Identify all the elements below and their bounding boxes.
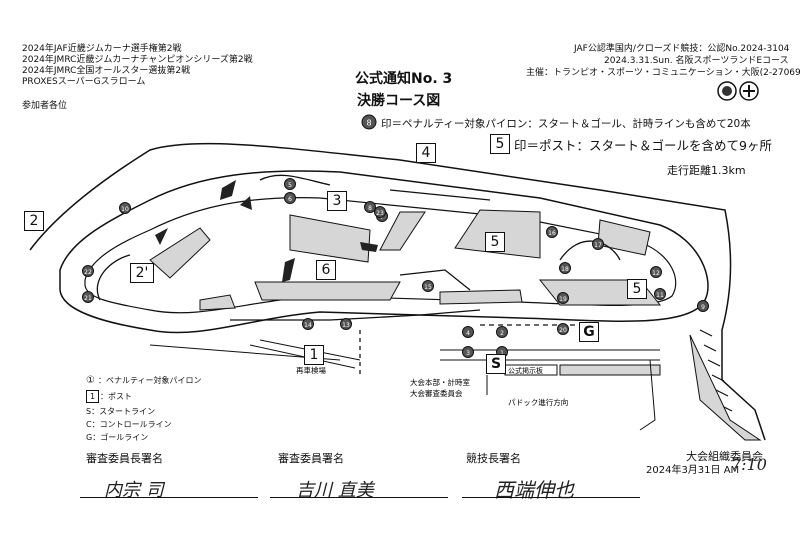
pylon-10: 10 (119, 202, 131, 214)
rewait-label: 再車検場 (296, 365, 326, 375)
pylon-3: 3 (462, 346, 474, 358)
course-post-5: 5 (627, 279, 647, 299)
pylon-13: 13 (340, 318, 352, 330)
pylon-2: 2 (496, 326, 508, 338)
course-post-7: 6 (316, 260, 336, 280)
legend-post-label: ：ポスト (100, 392, 132, 401)
distance: 走行距離1.3km (667, 164, 746, 177)
committee: 大会組織委員会 (686, 450, 763, 463)
pylon-21: 21 (82, 291, 94, 303)
header-left-line-1: 2024年JAF近畿ジムカーナ選手権第2戦 (22, 44, 182, 54)
member-sign-label: 審査委員署名 (278, 452, 344, 465)
pylon-note-marker: 8 (366, 119, 371, 128)
pylon-22-label: 22 (84, 269, 92, 276)
legend-g-line: G：ゴールライン (86, 433, 149, 442)
course-post-2prime: 2' (130, 263, 154, 283)
pylon-23-label: 23 (376, 210, 384, 217)
director-signature: 西端伸也 (494, 478, 574, 502)
pylon-21-label: 21 (84, 295, 92, 302)
course-post-3: 3 (327, 191, 347, 211)
pylon-23: 23 (374, 206, 386, 218)
pylon-13-label: 13 (342, 322, 350, 329)
pylon-12-label: 12 (652, 270, 660, 277)
course-post-2: 2 (24, 211, 44, 231)
notice-title: 公式通知No. 3 (355, 71, 453, 87)
pylon-2-label: 2 (500, 330, 504, 337)
pylon-19: 19 (557, 292, 569, 304)
pylon-14-label: 14 (304, 322, 312, 329)
pylon-note: 印＝ペナルティー対象パイロン：スタート＆ゴール、計時ラインも含めて20本 (381, 118, 751, 130)
pylon-15: 15 (422, 280, 434, 292)
chief-sign-label: 審査委員長署名 (86, 452, 163, 465)
attendees: 参加者各位 (22, 101, 68, 111)
chief-sign-line (80, 497, 258, 498)
goal-line-box: G (579, 322, 599, 342)
pylon-12: 12 (650, 266, 662, 278)
pylon-8-label: 8 (368, 205, 372, 212)
hq2-label: 大会審査委員会 (410, 388, 463, 398)
header-left-line-4: PROXESスーパーGスラローム (22, 77, 146, 87)
pylon-20: 20 (557, 323, 569, 335)
pylon-18-label: 18 (561, 266, 569, 273)
header-left-line-2: 2024年JMRC近畿ジムカーナチャンピオンシリーズ第2戦 (22, 55, 253, 65)
header-right-line-3: 主催：トランピオ・スポーツ・コミュニケーション・大阪(2-27069) (526, 68, 800, 78)
board-label: 公式掲示板 (508, 366, 543, 375)
date: 2024年3月31日 AM (646, 465, 740, 476)
pylon-20-label: 20 (559, 327, 567, 334)
legend-pylon-label: ：ペナルティー対象パイロン (98, 376, 202, 385)
member-sign-line (270, 497, 448, 498)
pylon-17-label: 17 (594, 242, 602, 249)
pylon-15-label: 15 (424, 284, 432, 291)
legend-post-marker: 1 (86, 390, 99, 403)
header-right-line-1: JAF公認準国内/クローズド競技：公認No.2024-3104 (574, 44, 790, 54)
pylon-14: 14 (302, 318, 314, 330)
pylon-4-label: 4 (466, 330, 470, 337)
start-line-box: S (486, 354, 506, 374)
pylon-18: 18 (559, 262, 571, 274)
course-post-4: 4 (416, 143, 436, 163)
legend-c-line: C：コントロールライン (86, 420, 172, 429)
pylon-3-label: 3 (466, 350, 470, 357)
course-post-1: 1 (304, 345, 324, 365)
course-post-6: 5 (485, 232, 505, 252)
director-sign-line (462, 497, 640, 498)
pylon-9: 9 (697, 300, 709, 312)
header-right-line-2: 2024.3.31.Sun. 名阪スポーツランドEコース (604, 56, 789, 66)
pylon-9-label: 9 (701, 304, 705, 311)
pylon-group: 1 2 3 4 5 6 7 8 9 10 11 12 13 14 15 16 1… (82, 178, 709, 358)
pylon-note-icon: 8 (361, 114, 377, 130)
header-left-line-3: 2024年JMRC全国オールスター選抜第2戦 (22, 66, 191, 76)
pylon-8: 8 (364, 201, 376, 213)
pylon-11-label: 11 (656, 292, 664, 299)
organizer-logos (717, 80, 761, 102)
pylon-10-label: 10 (121, 206, 129, 213)
pylon-4: 4 (462, 326, 474, 338)
time-handwritten: 7:10 (731, 455, 767, 474)
member-signature: 吉川 直美 (296, 480, 374, 501)
director-sign-label: 競技長署名 (466, 452, 521, 465)
pylon-6: 6 (284, 192, 296, 204)
legend-s-line: S：スタートライン (86, 407, 156, 416)
pylon-16: 16 (546, 226, 558, 238)
pylon-16-label: 16 (548, 230, 556, 237)
pylon-5-label: 5 (288, 182, 292, 189)
pylon-17: 17 (592, 238, 604, 250)
post-note: 印＝ポスト：スタート＆ゴールを含めて9ヶ所 (514, 138, 772, 153)
pylon-1-label: 1 (500, 350, 504, 357)
pylon-11: 11 (654, 288, 666, 300)
pylon-22: 22 (82, 265, 94, 277)
chief-signature: 内宗 司 (104, 480, 164, 501)
pylon-19-label: 19 (559, 296, 567, 303)
notice-subtitle: 決勝コース図 (357, 93, 441, 109)
post-note-marker: 5 (490, 134, 510, 154)
paddock-label: パドック進行方向 (508, 397, 568, 407)
pylon-6-label: 6 (288, 196, 292, 203)
pylon-5: 5 (284, 178, 296, 190)
legend-pylon-marker: ① (86, 375, 95, 386)
hq-label: 大会本部・計時室 (410, 377, 470, 387)
